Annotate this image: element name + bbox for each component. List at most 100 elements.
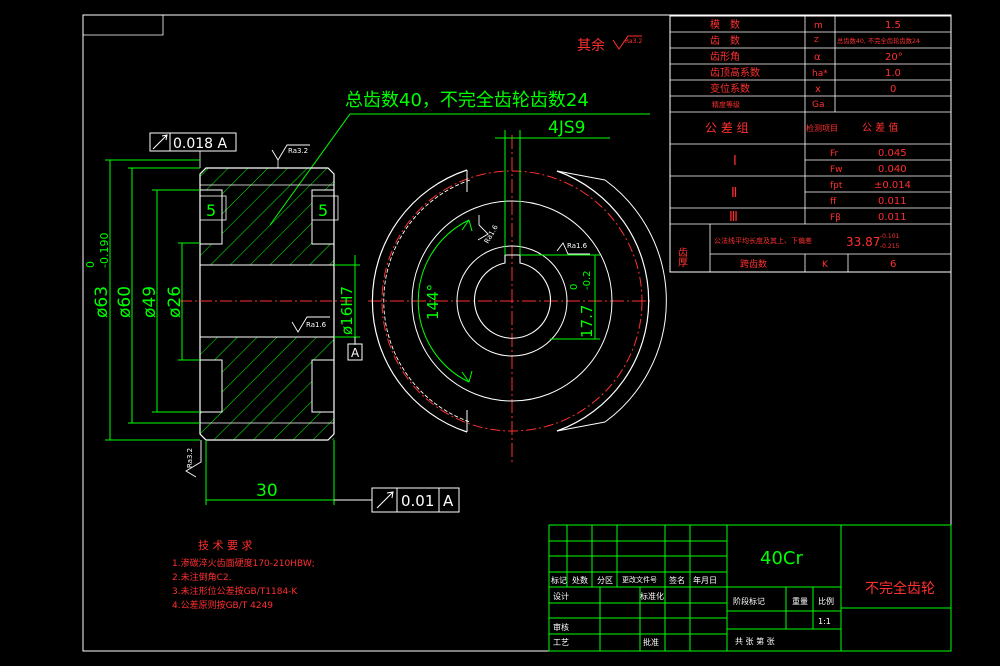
tol-group-1: Ⅰ [733, 154, 737, 169]
tol-frame-top [149, 132, 237, 152]
groove-bottom-left [199, 359, 223, 413]
root-arc-left [383, 179, 471, 423]
gear-row-val-4: 0 [890, 84, 896, 95]
other-roughness-value: Ra3.2 [625, 38, 642, 45]
dim-bore: ø16H7 [338, 286, 356, 335]
roughness-bore-icon [477, 215, 489, 241]
tol-2-sym-1: ff [830, 197, 837, 207]
gear-row-sym-2: α [814, 52, 821, 63]
gear-ends [466, 170, 606, 432]
dim-od-upper: 0 [84, 261, 97, 268]
angle-arrow-bottom-icon [461, 370, 473, 383]
thickness-value: 33.87 [846, 235, 880, 249]
roughness-bore-value: Ra1.6 [483, 223, 500, 245]
tech-req-item-2: 3.未注形位公差按GB/T1184-K [172, 585, 298, 597]
tb-row-process: 工艺 [553, 638, 569, 647]
tb-row-design: 设计 [553, 591, 569, 601]
key-depth-dim [520, 254, 600, 340]
roughness-key-icon [556, 242, 590, 255]
tol-2-sym-0: fpt [830, 181, 843, 191]
blank-arc-right [556, 170, 650, 432]
tol-group-2: Ⅱ [731, 186, 737, 201]
gear-row-sym-4: x [815, 84, 821, 95]
tol-1-sym-1: Fw [830, 165, 843, 175]
tol-1-sym-0: Fr [830, 149, 839, 159]
hub-circle-26 [456, 245, 568, 357]
bore-dim [334, 255, 360, 345]
groove-width-right: 5 [318, 201, 328, 220]
gear-row-name-0: 模 数 [710, 18, 740, 31]
tol-1-val-0: 0.045 [878, 148, 907, 159]
dim-width: 30 [256, 481, 278, 501]
front-view: 4JS9 17.7 0 -0.2 144° Ra1.6 Ra1.6 [368, 118, 667, 465]
roughness-mid-icon [291, 316, 330, 333]
tb-scale-value: 1:1 [818, 617, 831, 626]
thickness-label: 齿厚 [676, 247, 688, 268]
tooth-arc-left [371, 169, 468, 433]
gear-row-name-1: 齿 数 [710, 34, 740, 47]
tb-header-4: 签名 [669, 575, 685, 585]
roughness-top-icon [271, 144, 310, 161]
gear-row-val-2: 20° [885, 52, 903, 63]
tb-header-3: 更改文件号 [622, 575, 657, 584]
tech-req-item-3: 4.公差原则按GB/T 4249 [172, 599, 273, 611]
tb-sheets: 共 张 第 张 [735, 636, 775, 646]
tb-stage: 阶段标记 [733, 596, 765, 606]
roughness-symbol-icon [612, 35, 642, 50]
runout-frame-datum: A [443, 492, 454, 510]
bore-keyway [473, 254, 552, 339]
runout-frame [371, 487, 460, 513]
groove-label-box-left [199, 195, 227, 221]
dim-od: ø63 [92, 286, 112, 318]
tol-header-value: 公 差 值 [862, 121, 898, 134]
angle-arc [417, 219, 470, 383]
datum-a-box [347, 343, 363, 361]
roughness-top-value: Ra3.2 [288, 147, 308, 155]
dim-angle: 144° [424, 284, 442, 320]
dim-d49: ø49 [140, 286, 160, 318]
span-label: 跨齿数 [740, 258, 767, 270]
gear-row-name-5: 精度等级 [712, 100, 740, 109]
groove-width-left: 5 [206, 201, 216, 220]
keyway-dim [495, 130, 610, 255]
dim-key-depth-upper: 0 [569, 284, 580, 290]
tb-weight: 重量 [792, 596, 808, 606]
dim-key-depth-lower: -0.2 [582, 270, 593, 290]
gear-row-name-2: 齿形角 [710, 51, 740, 63]
tb-header-2: 分区 [597, 576, 613, 585]
roughness-key-value: Ra1.6 [567, 242, 588, 250]
tb-header-5: 年月日 [693, 575, 717, 585]
tol-header-item: 检测项目 [806, 123, 838, 133]
tb-row-review: 审核 [553, 622, 569, 632]
groove-bottom-right [311, 359, 335, 413]
sheet-border [82, 14, 952, 652]
dim-d26: ø26 [165, 286, 185, 318]
other-roughness-label: 其余 [577, 37, 605, 54]
roughness-mid-value: Ra1.6 [306, 321, 327, 329]
tb-scale-label: 比例 [818, 596, 834, 606]
tech-req-title: 技 术 要 求 [198, 539, 253, 552]
angle-arrow-top-icon [461, 219, 473, 232]
tol-group-3: Ⅲ [729, 210, 738, 225]
runout-arrow-icon [152, 134, 168, 150]
pitch-circle [381, 170, 643, 432]
roughness-bottom-icon [185, 440, 202, 478]
gear-row-val-1: 总齿数40, 不完全齿轮齿数24 [837, 36, 920, 45]
tol-3-sym-0: Fβ [830, 213, 841, 223]
tol-2-val-0: ±0.014 [874, 180, 911, 191]
tb-header-0: 标记 [551, 575, 567, 585]
tol-1-val-1: 0.040 [878, 164, 907, 175]
dim-keyway: 4JS9 [548, 118, 585, 138]
tol-header-group: 公 差 组 [705, 121, 749, 135]
dim-od-lower: -0.190 [98, 233, 111, 268]
width-dim [205, 440, 335, 505]
tb-approve: 批准 [643, 637, 659, 647]
gear-row-sym-0: m [814, 21, 823, 31]
groove-label-box-right [311, 195, 339, 221]
teeth-count-note: 总齿数40，不完全齿轮齿数24 [345, 90, 589, 111]
runout-frame-value: 0.01 [401, 492, 434, 510]
section-view: 5 5 0.018 A Ra3.2 Ra1.6 Ra3.2 [84, 132, 460, 513]
diameter-dims [105, 159, 200, 441]
gear-row-val-3: 1.0 [885, 68, 901, 79]
